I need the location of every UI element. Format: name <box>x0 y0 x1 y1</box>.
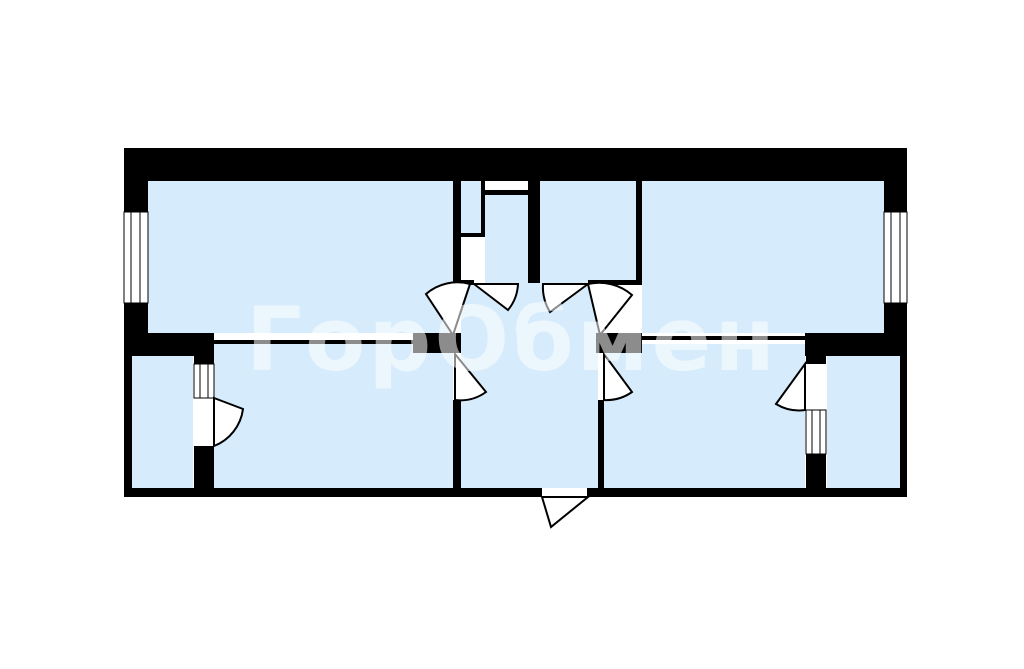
balcony-right-wall-top <box>805 344 907 356</box>
balcony-left <box>132 356 193 488</box>
partition-left <box>148 333 214 344</box>
partition-left-mid <box>214 340 414 344</box>
outer-wall-bottom-right <box>587 488 907 497</box>
balcony-right-divider-upper <box>806 344 826 364</box>
outer-wall-bottom-left <box>124 488 542 497</box>
hall-wall-right-lower <box>598 400 604 488</box>
hall-wall-left-upper <box>453 181 461 284</box>
door-balcony-left <box>213 396 245 448</box>
balcony-right-divider-lower <box>806 454 826 488</box>
interior-walls <box>124 181 907 497</box>
door-room-top-right <box>586 281 634 338</box>
closet-small <box>461 181 481 235</box>
partition-right <box>805 333 884 344</box>
partition-left-post <box>413 333 461 353</box>
room-top-left <box>148 181 453 333</box>
door-toilet <box>541 283 592 314</box>
hall-wall-right-upper <box>636 181 642 284</box>
hall-wall-left-lower <box>453 400 461 488</box>
room-bottom-right <box>604 344 805 488</box>
balcony-right <box>827 356 900 488</box>
door-balcony-right <box>774 360 806 412</box>
partition-right-post <box>596 333 642 353</box>
entrance-door <box>540 496 591 529</box>
room-top-right <box>642 181 884 333</box>
door-room-top-left <box>424 281 472 338</box>
toilet-bottom <box>588 280 642 285</box>
bath-top <box>485 190 528 195</box>
watermark-text: ГорОбмен <box>246 288 778 391</box>
outer-wall-top <box>124 148 907 181</box>
bath-right-wall <box>528 181 540 283</box>
balcony-left-divider-upper <box>194 344 214 364</box>
balcony-right-wall-right <box>900 344 907 497</box>
bathroom <box>485 195 528 283</box>
toilet <box>540 181 636 283</box>
door-room-bottom-right <box>603 350 634 402</box>
closet-bottom <box>461 233 485 237</box>
window-right <box>883 211 908 304</box>
balcony-left-wall-left <box>124 344 132 497</box>
partition-right-mid <box>642 336 805 340</box>
outer-wall-left-upper <box>124 148 148 212</box>
balcony-left-divider-lower <box>194 446 214 488</box>
door-room-bottom-left <box>454 351 488 402</box>
rooms <box>132 181 900 488</box>
balcony-left-wall-top <box>124 344 214 356</box>
closet-wall <box>481 181 485 235</box>
doors <box>213 281 806 529</box>
apartment-outline <box>124 148 907 355</box>
balcony-window-left <box>193 363 215 399</box>
door-bathroom <box>471 283 520 312</box>
outer-wall-right-mid <box>884 303 907 355</box>
window-left <box>123 211 149 304</box>
room-bottom-left <box>214 344 453 488</box>
outer-wall-right-upper <box>884 148 907 212</box>
balcony-window-right <box>805 409 827 455</box>
hallway <box>461 283 598 488</box>
